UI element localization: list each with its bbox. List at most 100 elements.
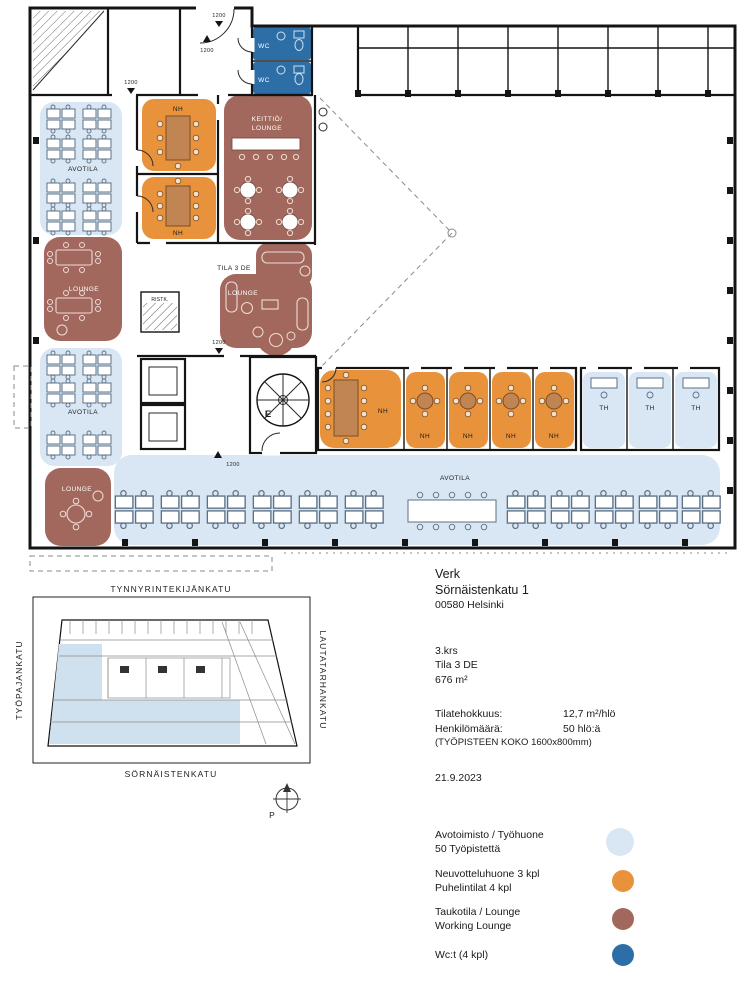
postal-city: 00580 Helsinki — [435, 599, 504, 611]
dimension-annotations: 1200 1200 1200 1200 1200 — [124, 13, 239, 468]
label-keittio-line2: LOUNGE — [252, 125, 282, 132]
efficiency-label: Tilatehokkuus: — [435, 708, 503, 720]
label-nh-small-2: NH — [463, 433, 473, 440]
label-avotila-west-upper: AVOTILA — [68, 166, 98, 173]
furniture-layer — [46, 30, 721, 531]
headcount-label: Henkilömäärä: — [435, 722, 503, 735]
entrance-door-arc — [199, 8, 235, 44]
elevator-2 — [139, 403, 187, 451]
round-column — [318, 122, 328, 132]
label-th-1: TH — [599, 405, 609, 412]
dim-label: 1200 — [226, 462, 239, 468]
zone-lounge-center-c — [256, 316, 296, 356]
site-highlight-tila3de — [49, 644, 240, 744]
label-avotila-south: AVOTILA — [440, 475, 470, 482]
zone-wc-1 — [253, 27, 311, 60]
label-nh-1: NH — [173, 106, 183, 113]
zones-open-office — [40, 102, 720, 545]
street-name-west: TYÖPAJANKATU — [14, 640, 24, 719]
legend-line: Avotoimisto / Työhuone — [435, 829, 544, 841]
zone-phone-2 — [449, 372, 488, 448]
zone-nh-large — [320, 370, 401, 448]
label-wc-1: WC — [258, 43, 270, 50]
dashed-reference-lines — [13, 97, 728, 572]
street-name-north: TYNNYRINTEKIJÄNKATU — [110, 584, 231, 594]
round-column — [318, 107, 328, 117]
floor-number: 3.krs — [435, 644, 458, 657]
legend: Avotoimisto / Työhuone 50 Työpistettä Ne… — [435, 827, 635, 977]
elevator-1 — [139, 357, 187, 405]
workstation-note: (TYÖPISTEEN KOKO 1600x800mm) — [435, 737, 592, 748]
headcount-value: 50 hlö:ä — [563, 722, 601, 735]
walls-layer — [28, 5, 737, 550]
nh-large-furniture — [324, 371, 368, 445]
zone-th-2 — [629, 372, 671, 448]
dim-label: 1200 — [212, 13, 225, 19]
legend-item-open-office: Avotoimisto / Työhuone 50 Työpistettä — [435, 827, 635, 857]
dim-label: 1200 — [200, 48, 213, 54]
nh1-furniture — [156, 115, 200, 170]
label-nh-small-3: NH — [506, 433, 516, 440]
project-info-block: Verk Sörnäistenkatu 1 00580 Helsinki 3.k… — [435, 566, 695, 786]
legend-dot-meeting — [612, 870, 634, 892]
site-plan: TYNNYRINTEKIJÄNKATU SÖRNÄISTENKATU TYÖPA… — [14, 584, 328, 820]
label-tila-3de: TILA 3 DE — [217, 265, 251, 272]
zone-phone-1 — [406, 372, 445, 448]
label-th-2: TH — [645, 405, 655, 412]
dim-label: 1200 — [124, 80, 137, 86]
label-lounge-southwest: LOUNGE — [62, 486, 92, 493]
legend-item-lounge: Taukotila / Lounge Working Lounge — [435, 905, 635, 933]
label-nh-small-4: NH — [549, 433, 559, 440]
zone-phone-3 — [492, 372, 531, 448]
lounge-west-furniture — [47, 242, 101, 336]
space-area: 676 m² — [435, 673, 468, 686]
building-name: Verk — [435, 567, 461, 581]
plan-date: 21.9.2023 — [435, 772, 482, 784]
dim-arrow-up-icon — [203, 35, 211, 42]
street-name-south: SÖRNÄISTENKATU — [125, 769, 218, 779]
compass-rose-icon: P — [269, 783, 301, 820]
zone-th-1 — [583, 372, 625, 448]
label-nh-2: NH — [173, 230, 183, 237]
label-keittio-line1: KEITTIÖ/ — [252, 115, 283, 123]
legend-dot-lounge — [612, 908, 634, 930]
efficiency-value: 12,7 m²/hlö — [563, 708, 616, 720]
legend-line: Taukotila / Lounge — [435, 906, 521, 918]
lounge-southwest-furniture — [59, 490, 104, 531]
legend-dot-open-office — [606, 828, 634, 856]
zone-phone-4 — [535, 372, 574, 448]
label-lounge-west: LOUNGE — [69, 286, 99, 293]
kitchen-furniture — [231, 137, 305, 237]
wc-fixtures — [276, 30, 305, 85]
legend-line: Puhelintilat 4 kpl — [435, 882, 512, 894]
th-room-furniture — [590, 377, 710, 399]
legend-line: Neuvotteluhuone 3 kpl — [435, 868, 540, 880]
legend-item-meeting: Neuvotteluhuone 3 kpl Puhelintilat 4 kpl — [435, 867, 635, 895]
th-row-walls — [579, 366, 721, 452]
street-address: Sörnäistenkatu 1 — [435, 583, 529, 597]
zone-wc-2 — [253, 62, 311, 94]
label-riser: RISTK. — [151, 297, 168, 303]
legend-dot-wc — [612, 944, 634, 966]
legend-line: Wc:t (4 kpl) — [435, 949, 489, 961]
structural-columns — [33, 90, 733, 546]
legend-line: 50 Työpistettä — [435, 843, 501, 855]
compass-north-label: P — [269, 810, 275, 820]
long-table — [407, 491, 497, 531]
floor-plan-drawing: 1200 1200 1200 1200 1200 AVOTILA AVOTILA… — [13, 5, 737, 572]
dim-arrow-up-icon — [214, 451, 222, 458]
zones-wc — [253, 27, 311, 94]
dim-arrow-down-icon — [215, 348, 223, 354]
dim-label: 1200 — [212, 340, 225, 346]
dim-arrow-down-icon — [127, 88, 135, 94]
label-stair-exit: E — [265, 409, 271, 420]
nh2-furniture — [156, 177, 200, 227]
legend-line: Working Lounge — [435, 920, 512, 932]
label-nh-large: NH — [378, 408, 388, 415]
label-wc-2: WC — [258, 77, 270, 84]
dim-arrow-down-icon — [215, 21, 223, 27]
space-name: Tila 3 DE — [435, 659, 478, 671]
label-th-3: TH — [691, 405, 701, 412]
zone-lounge-west — [44, 237, 122, 341]
